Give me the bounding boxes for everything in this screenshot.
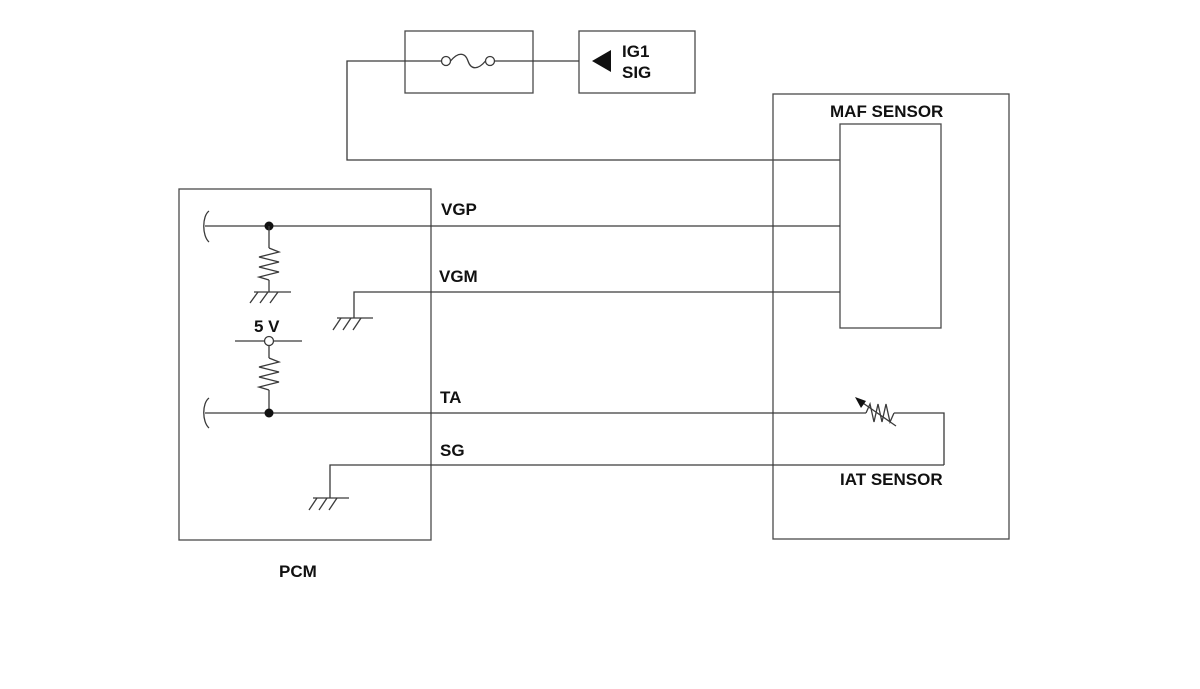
sig-label: SIG [622,63,651,82]
thermistor-icon [855,397,897,427]
ta-circuit: TA [203,388,945,465]
ground-icon [308,497,349,511]
connector-curve-icon [203,210,210,243]
supply-5v: 5 V [235,317,302,413]
sensor-enclosure [772,93,1010,540]
fuse-icon [440,53,496,69]
supply-5v-label: 5 V [254,317,280,336]
connector-curve-icon [203,397,210,429]
sg-circuit: SG [308,441,944,511]
sg-label: SG [440,441,465,460]
junction-dot-icon [264,408,274,418]
pcm: PCM [178,188,432,581]
ground-icon [249,291,291,304]
power-wire [346,60,840,161]
resistor-icon [256,357,282,391]
fuse-box [404,30,534,94]
ta-label: TA [440,388,461,407]
vgm-circuit: VGM [332,267,840,331]
resistor-icon [256,247,282,281]
ig1-sig-box: IG1 SIG [578,30,696,94]
vgp-label: VGP [441,200,477,219]
ig1-label: IG1 [622,42,649,61]
arrow-terminal-icon [592,50,611,72]
iat-sensor-label: IAT SENSOR [840,470,943,489]
vgp-circuit: VGP [203,200,840,304]
maf-sensor: MAF SENSOR [830,102,943,329]
ground-icon [332,317,373,331]
maf-sensor-label: MAF SENSOR [830,102,943,121]
pcm-label: PCM [279,562,317,581]
vgm-label: VGM [439,267,478,286]
